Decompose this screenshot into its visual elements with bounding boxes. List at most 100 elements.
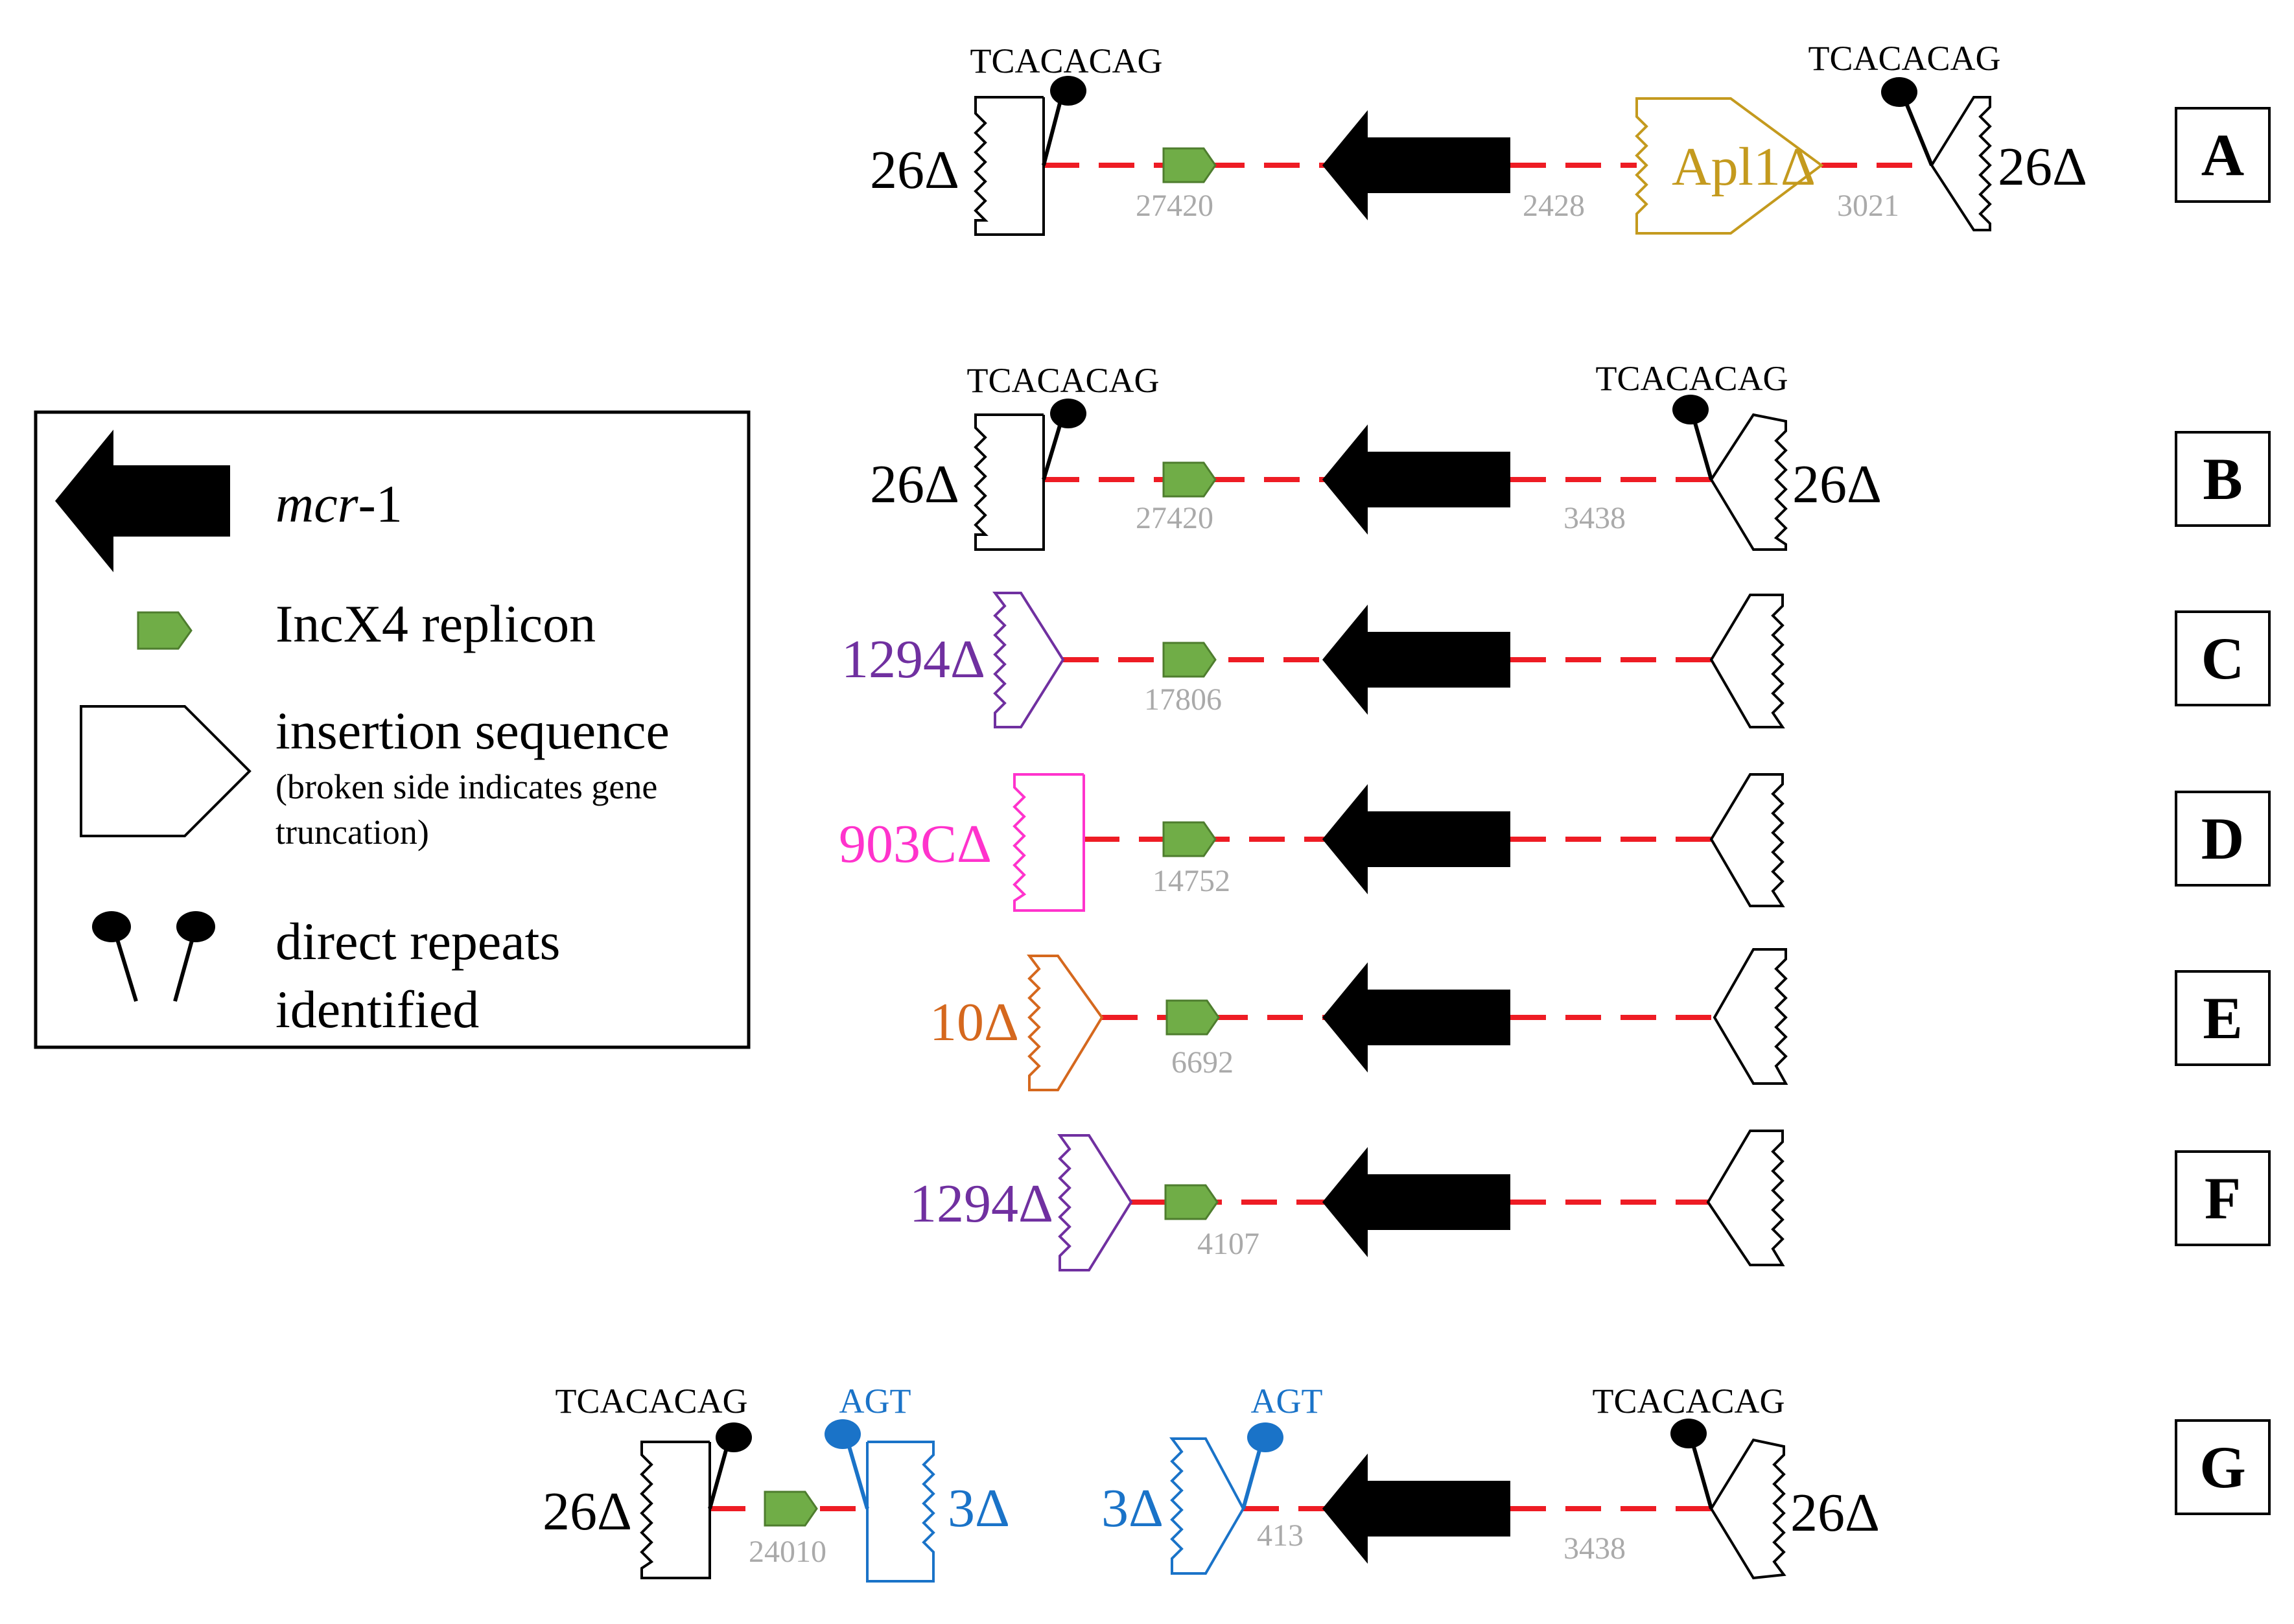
- construct-row-b: 26Δ TCACACAG 27420 3438 TCACACAG 26Δ: [870, 359, 1882, 551]
- dr-marker-g-left: [716, 1422, 752, 1452]
- distance-g2: 413: [1257, 1518, 1304, 1553]
- is26-right-c: [1709, 594, 1785, 728]
- legend-dr-line2: identified: [275, 980, 479, 1039]
- distance-a2: 2428: [1523, 189, 1585, 223]
- dr-marker-a-left: [1050, 76, 1086, 106]
- is3a-label-g: 3Δ: [948, 1478, 1010, 1538]
- dr-marker-a-right: [1881, 77, 1917, 107]
- is1294-f: [1057, 1134, 1133, 1271]
- distance-e1: 6692: [1171, 1045, 1234, 1080]
- row-label-g: G: [2175, 1419, 2271, 1515]
- dr-left-seq-a: TCACACAG: [970, 41, 1162, 80]
- distance-g1: 24010: [749, 1535, 826, 1569]
- is26-right-a: [1930, 96, 1992, 231]
- dr-marker-b-left: [1050, 399, 1086, 428]
- legend: mcr-1 IncX4 replicon insertion sequence …: [34, 410, 751, 1049]
- is3-element-g-a: [866, 1441, 935, 1583]
- direct-repeat-icon: [92, 911, 215, 1002]
- is26-left-g: [640, 1441, 711, 1579]
- row-label-a: A: [2175, 107, 2271, 203]
- distance-f1: 4107: [1197, 1227, 1259, 1261]
- replicon-d: [1162, 821, 1217, 857]
- dr-agt2-seq-g: AGT: [1251, 1382, 1323, 1421]
- legend-is-note-line2: truncation): [275, 813, 429, 852]
- distance-a1: 27420: [1136, 189, 1213, 223]
- row-label-c: C: [2175, 610, 2271, 706]
- is-left-label-b: 26Δ: [870, 454, 959, 515]
- is-right-label-b: 26Δ: [1792, 454, 1882, 515]
- row-label-b: B: [2175, 431, 2271, 527]
- replicon-e: [1165, 999, 1220, 1036]
- dr-marker-g-agt2: [1247, 1422, 1283, 1452]
- replicon-a: [1162, 147, 1217, 183]
- is26-right-e: [1713, 948, 1788, 1085]
- dr-left-seq-b: TCACACAG: [966, 361, 1159, 400]
- is26-left-b: [974, 413, 1045, 551]
- construct-row-g: 26Δ TCACACAG 24010 AGT 3Δ AGT 3Δ 413 343…: [543, 1382, 1880, 1583]
- row-label-f: F: [2175, 1150, 2271, 1246]
- mcr1-arrow-b: [1322, 424, 1510, 535]
- mcr1-arrow-f: [1322, 1147, 1510, 1257]
- is-left-label-g: 26Δ: [543, 1481, 632, 1542]
- distance-d1: 14752: [1153, 864, 1230, 898]
- is3b-label-g: 3Δ: [1101, 1478, 1164, 1538]
- is-left-label-a: 26Δ: [870, 140, 959, 200]
- is26-left-a: [974, 96, 1045, 236]
- distance-c1: 17806: [1144, 682, 1222, 717]
- insertion-sequence-icon: [80, 705, 252, 837]
- distance-a3: 3021: [1837, 189, 1899, 223]
- replicon-icon: [137, 611, 193, 650]
- dr-marker-g-right: [1670, 1419, 1707, 1448]
- dr-right-seq-g: TCACACAG: [1592, 1382, 1785, 1421]
- distance-g3: 3438: [1563, 1531, 1626, 1566]
- replicon-b: [1162, 461, 1217, 498]
- is26-right-f: [1706, 1130, 1785, 1266]
- legend-is-note-line1: (broken side indicates gene: [275, 767, 657, 806]
- construct-row-e: 10Δ 6692: [930, 948, 1788, 1091]
- replicon-c: [1162, 642, 1217, 678]
- is26-right-g: [1709, 1438, 1786, 1580]
- legend-incx4-label: IncX4 replicon: [275, 594, 596, 653]
- dr-marker-g-agt1: [825, 1419, 861, 1449]
- mcr1-arrow-d: [1322, 784, 1510, 894]
- dr-right-seq-b: TCACACAG: [1595, 359, 1788, 398]
- distance-b2: 3438: [1563, 501, 1626, 535]
- apl1-element-a: [1635, 97, 1824, 235]
- replicon-g: [764, 1491, 818, 1527]
- is3-element-g-b: [1169, 1437, 1245, 1575]
- is-left-label-f: 1294Δ: [909, 1174, 1053, 1234]
- is26-right-d: [1709, 773, 1785, 907]
- is-right-label-g: 26Δ: [1790, 1483, 1880, 1543]
- is26-right-b: [1709, 413, 1788, 551]
- dr-agt1-seq-g: AGT: [839, 1382, 911, 1421]
- is903-d: [1012, 773, 1085, 912]
- is-left-label-e: 10Δ: [930, 992, 1019, 1052]
- construct-row-a: 26Δ TCACACAG 27420 2428 Apl1Δ 3021 TCACA…: [870, 39, 2087, 236]
- construct-row-f: 1294Δ 4107: [909, 1130, 1785, 1271]
- apl1-label-a: Apl1Δ: [1672, 137, 1816, 197]
- mcr1-arrow-icon: [55, 430, 230, 572]
- is-left-label-c: 1294Δ: [841, 629, 985, 690]
- dr-marker-b-right: [1672, 395, 1709, 424]
- legend-mcr1-label: mcr-1: [275, 474, 403, 533]
- distance-b1: 27420: [1136, 501, 1213, 535]
- replicon-f: [1164, 1184, 1219, 1220]
- mcr1-arrow-c: [1322, 605, 1510, 715]
- mcr1-arrow-g: [1322, 1454, 1510, 1564]
- dr-left-seq-g: TCACACAG: [555, 1382, 747, 1421]
- construct-row-d: 903CΔ 14752: [839, 773, 1785, 912]
- is-right-label-a: 26Δ: [1998, 137, 2087, 197]
- legend-is-title: insertion sequence: [275, 701, 670, 760]
- is10-e: [1027, 955, 1104, 1091]
- mcr1-arrow-e: [1322, 962, 1510, 1073]
- legend-dr-line1: direct repeats: [275, 912, 560, 971]
- row-label-e: E: [2175, 970, 2271, 1066]
- legend-box: [34, 410, 751, 1049]
- row-label-d: D: [2175, 791, 2271, 887]
- is1294-c: [992, 592, 1065, 728]
- construct-row-c: 1294Δ 17806: [841, 592, 1785, 728]
- mcr1-arrow-a: [1322, 110, 1510, 220]
- dr-right-seq-a: TCACACAG: [1808, 39, 2000, 78]
- is-left-label-d: 903CΔ: [839, 814, 992, 874]
